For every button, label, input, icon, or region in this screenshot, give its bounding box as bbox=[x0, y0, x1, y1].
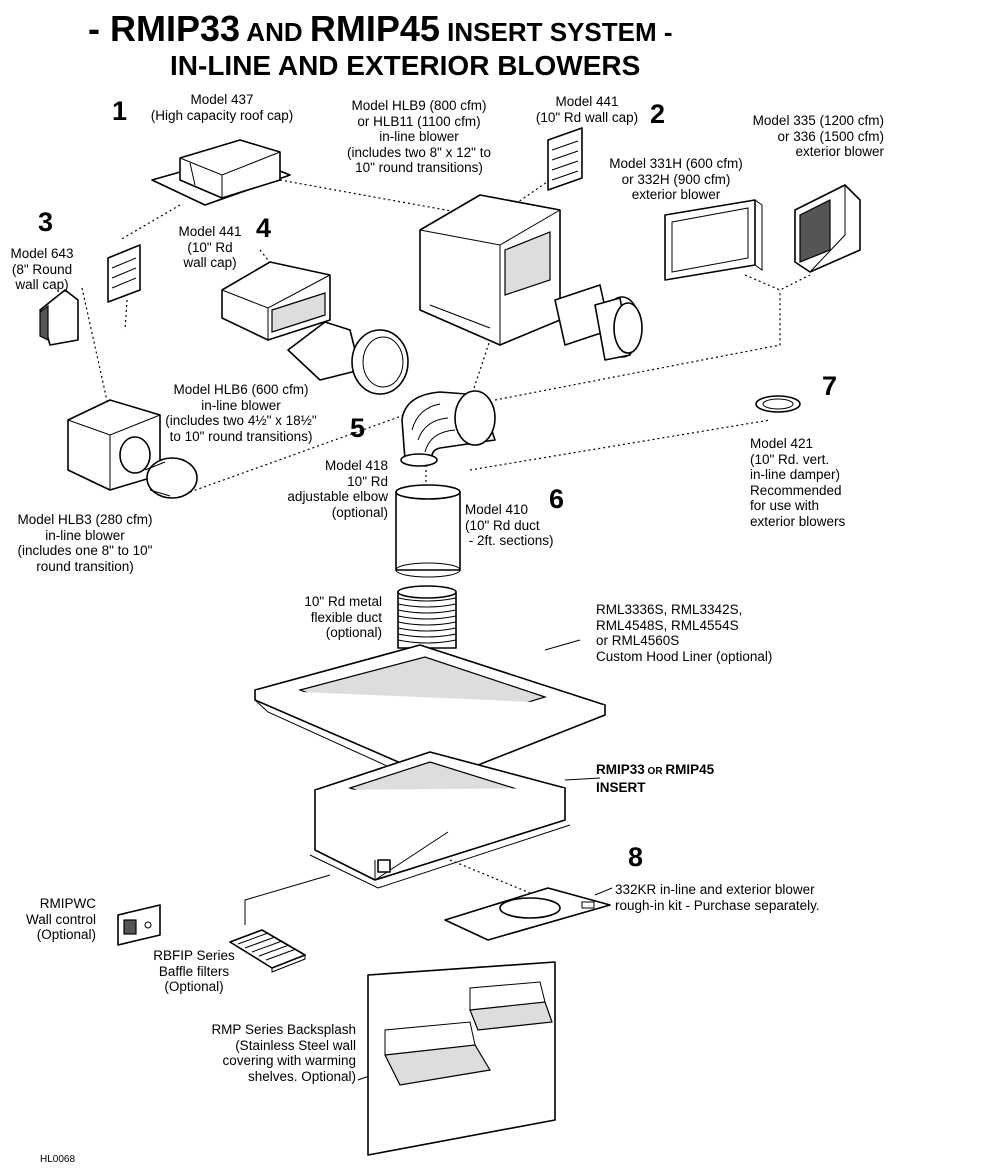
exterior-blower-335-drawing bbox=[794, 184, 861, 273]
hlb3-blower-drawing bbox=[67, 399, 198, 499]
label-wall-control: RMIPWC Wall control (Optional) bbox=[25, 896, 96, 942]
backsplash-drawing bbox=[367, 961, 556, 1156]
hlb9-blower-drawing bbox=[419, 194, 561, 346]
label-model-437: Model 437 (High capacity roof cap) bbox=[150, 92, 294, 123]
elbow-418-drawing bbox=[400, 390, 496, 467]
callout-7: 7 bbox=[822, 371, 838, 401]
flex-duct-drawing bbox=[397, 585, 457, 649]
roof-cap-437-drawing bbox=[151, 139, 291, 206]
wall-cap-441-left-drawing bbox=[107, 244, 141, 303]
label-hood-liner: RML3336S, RML3342S, RML4548S, RML4554S o… bbox=[596, 602, 773, 664]
callout-2: 2 bbox=[650, 99, 666, 129]
exterior-blower-331h-drawing bbox=[664, 199, 763, 281]
label-model-hlb3: Model HLB3 (280 cfm) in-line blower (inc… bbox=[17, 512, 153, 574]
hlb6-blower-drawing bbox=[221, 261, 331, 341]
document-id: HL0068 bbox=[40, 1154, 76, 1165]
callout-1: 1 bbox=[112, 96, 128, 126]
damper-421-drawing bbox=[755, 395, 801, 413]
duct-410-drawing bbox=[395, 484, 461, 578]
title-dash: - bbox=[88, 8, 110, 49]
label-backsplash: RMP Series Backsplash (Stainless Steel w… bbox=[211, 1022, 356, 1084]
callout-6: 6 bbox=[549, 484, 565, 514]
callout-3: 3 bbox=[38, 207, 54, 237]
insert-model-b: RMIP45 bbox=[665, 762, 715, 777]
diagram-title-line2: IN-LINE AND EXTERIOR BLOWERS bbox=[170, 50, 641, 81]
title-rest: INSERT SYSTEM - bbox=[439, 17, 673, 47]
rough-in-kit-drawing bbox=[444, 887, 611, 941]
hlb6-transition-drawing bbox=[287, 321, 409, 395]
baffle-filter-drawing bbox=[229, 929, 306, 973]
label-flexible-duct: 10" Rd metal flexible duct (optional) bbox=[304, 594, 382, 640]
diagram-title-line1: - RMIP33 AND RMIP45 INSERT SYSTEM - bbox=[88, 8, 672, 50]
insert-or: OR bbox=[644, 766, 666, 777]
hlb9-transition-drawing bbox=[554, 284, 643, 361]
title-and: AND bbox=[240, 17, 310, 47]
title-model-a: RMIP33 bbox=[110, 8, 241, 49]
label-model-643: Model 643 (8" Round wall cap) bbox=[10, 246, 74, 292]
label-rough-in-kit: 332KR in-line and exterior blower rough-… bbox=[615, 882, 820, 913]
title-model-b: RMIP45 bbox=[309, 8, 440, 49]
callout-5: 5 bbox=[350, 413, 366, 443]
label-model-418: Model 418 10" Rd adjustable elbow (optio… bbox=[287, 458, 388, 520]
label-model-410: Model 410 (10" Rd duct - 2ft. sections) bbox=[465, 502, 554, 548]
label-model-335: Model 335 (1200 cfm) or 336 (1500 cfm) e… bbox=[752, 113, 884, 159]
connection-lines bbox=[81, 179, 811, 1081]
label-model-441-top: Model 441 (10" Rd wall cap) bbox=[535, 94, 639, 125]
label-model-331h: Model 331H (600 cfm) or 332H (900 cfm) e… bbox=[609, 156, 743, 202]
label-model-441-left: Model 441 (10" Rd wall cap) bbox=[178, 224, 242, 270]
label-model-hlb9: Model HLB9 (800 cfm) or HLB11 (1100 cfm)… bbox=[347, 98, 491, 175]
label-model-hlb6: Model HLB6 (600 cfm) in-line blower (inc… bbox=[165, 382, 317, 444]
insert-model-a: RMIP33 bbox=[596, 762, 645, 777]
callout-8: 8 bbox=[628, 842, 644, 872]
callout-4: 4 bbox=[256, 213, 272, 243]
wall-control-drawing bbox=[117, 904, 161, 946]
wall-cap-441-top-drawing bbox=[547, 127, 583, 191]
label-baffle-filters: RBFIP Series Baffle filters (Optional) bbox=[153, 948, 235, 994]
insert-word: INSERT bbox=[596, 779, 646, 795]
wall-cap-643-drawing bbox=[39, 289, 79, 346]
label-model-421: Model 421 (10" Rd. vert. in-line damper)… bbox=[750, 436, 846, 529]
insert-drawing bbox=[309, 751, 571, 889]
